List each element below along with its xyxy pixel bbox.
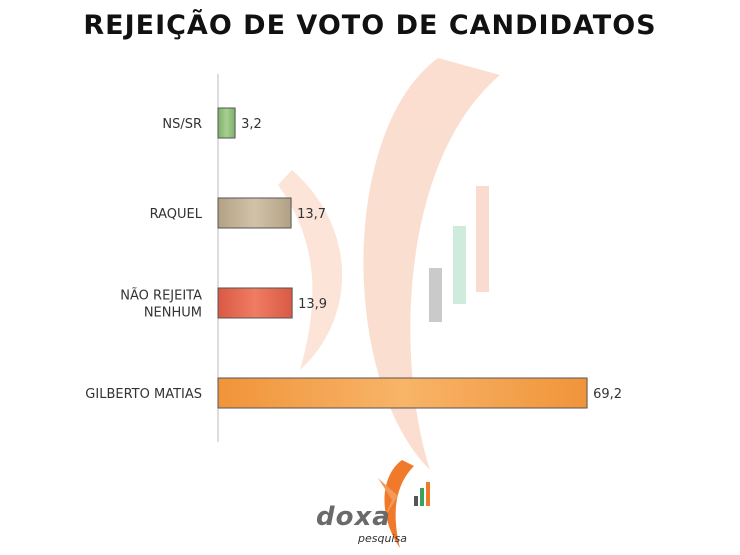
doxa-logo: doxa pesquisa	[310, 456, 440, 551]
watermark-arc-small	[278, 170, 343, 370]
logo-bar-3-icon	[426, 482, 430, 506]
logo-subtitle: pesquisa	[358, 532, 407, 545]
category-label-1-0: RAQUEL	[150, 207, 203, 222]
bar-1	[217, 197, 292, 229]
bar-3	[217, 377, 588, 409]
logo-bar-1-icon	[414, 496, 418, 506]
category-label-2-0: NÃO REJEITA	[120, 288, 202, 304]
logo-bar-2-icon	[420, 488, 424, 506]
chart-title: REJEIÇÃO DE VOTO DE CANDIDATOS	[83, 10, 657, 41]
watermark-bar-peach	[476, 186, 489, 292]
logo-orange-swoosh-icon	[384, 460, 414, 548]
bar-0	[217, 107, 236, 139]
watermark-graphic	[278, 58, 500, 470]
value-label-3: 69,2	[593, 387, 622, 402]
value-label-2: 13,9	[298, 297, 327, 312]
value-label-0: 3,2	[241, 117, 262, 132]
category-label-0-0: NS/SR	[162, 117, 202, 132]
logo-orange-chevron-icon	[378, 478, 398, 518]
bar-2	[217, 287, 293, 319]
watermark-bar-green	[453, 226, 466, 304]
category-label-2-1: NENHUM	[144, 306, 202, 321]
category-label-3-0: GILBERTO MATIAS	[85, 387, 202, 402]
value-label-1: 13,7	[297, 207, 326, 222]
watermark-bar-gray	[429, 268, 442, 322]
logo-wordmark: doxa	[316, 502, 391, 532]
watermark-arc-large	[363, 58, 500, 470]
